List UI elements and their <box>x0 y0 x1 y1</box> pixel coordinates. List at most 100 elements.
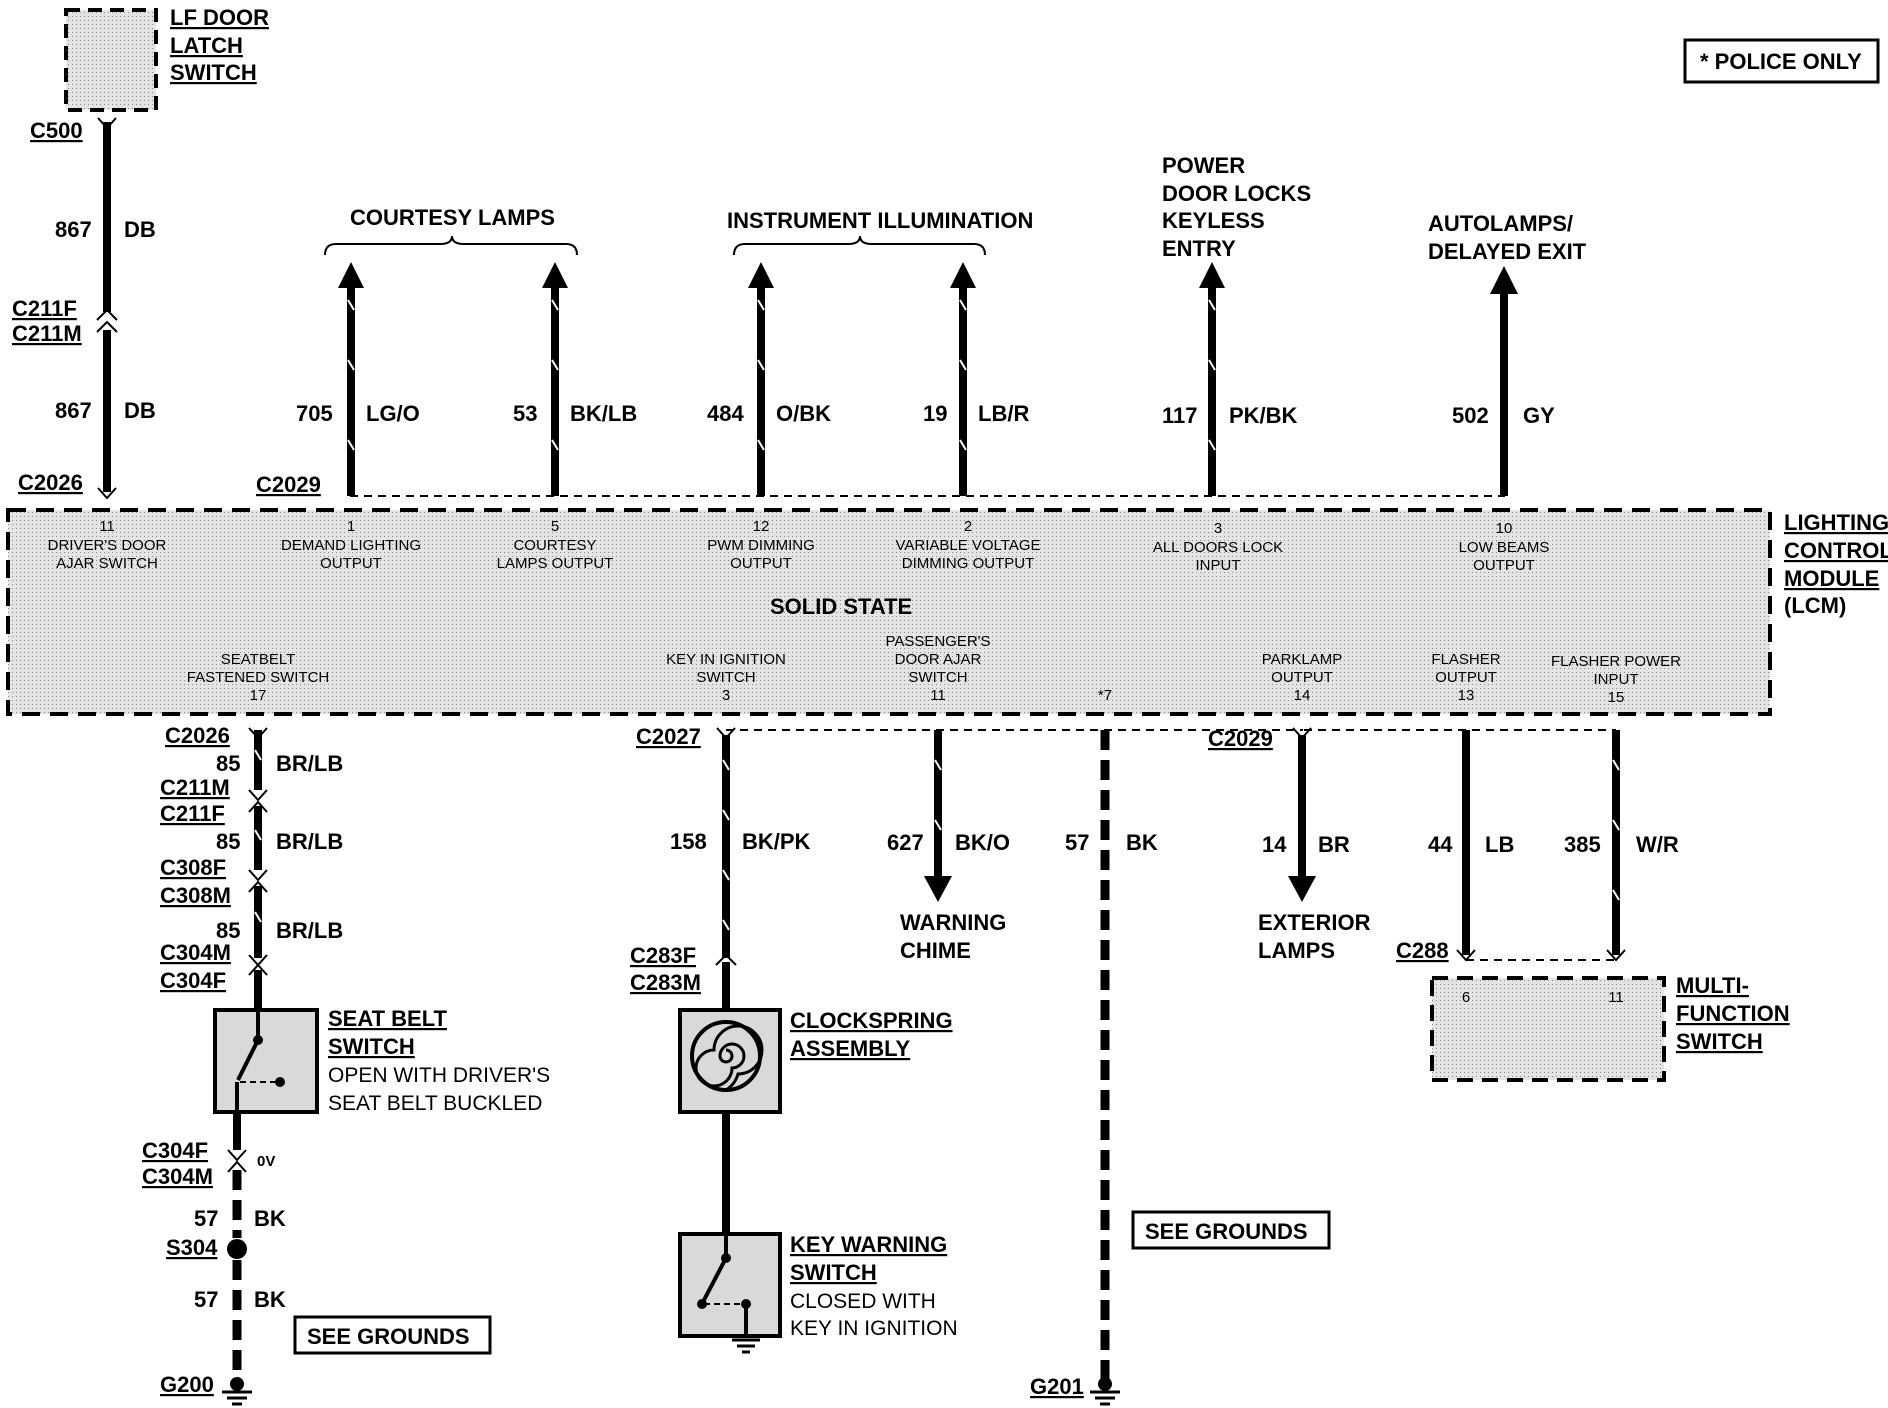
connector-c211f-upper: C211F <box>12 296 77 321</box>
wire-502-circuit: 502 <box>1452 403 1489 428</box>
lcm-top-pin-5-num: 5 <box>551 518 559 535</box>
lcm-bottom-pin-15-l1: FLASHER POWER <box>1551 653 1681 670</box>
power-door-locks-label-2: DOOR LOCKS <box>1162 181 1311 206</box>
power-door-locks-label-3: KEYLESS <box>1162 208 1265 233</box>
ground-g201-branch: 57 BK SEE GROUNDS G201 <box>1030 730 1331 1406</box>
lcm-bottom-pin-11-l2: SWITCH <box>908 669 967 686</box>
clockspring-label-2: ASSEMBLY <box>790 1036 911 1061</box>
lcm-label-1: LIGHTING <box>1784 510 1888 535</box>
connector-c283f: C283F <box>630 943 696 968</box>
ground-icon <box>1090 1390 1120 1406</box>
lcm-top-pin-12-num: 12 <box>753 518 770 535</box>
wire-117: 117 PK/BK <box>1162 262 1298 496</box>
wire-867-lower-color: DB <box>124 398 156 423</box>
lcm-top-pin-2-l1: VARIABLE VOLTAGE <box>895 537 1040 554</box>
key-warning-switch-title-1: KEY WARNING <box>790 1232 947 1257</box>
splice-s304: S304 <box>166 1235 218 1260</box>
connector-c304m-lower: C304M <box>142 1164 213 1189</box>
lf-door-latch-switch: LF DOOR LATCH SWITCH C500 867 DB C211F C… <box>12 5 269 500</box>
seatbelt-wire3-color: BR/LB <box>276 918 343 943</box>
lf-door-label-2: LATCH <box>170 33 243 58</box>
wire-867-upper-color: DB <box>124 217 156 242</box>
lcm-bottom-pin-13-l1: FLASHER <box>1431 651 1500 668</box>
wire-705: 705 LG/O <box>296 262 420 496</box>
wire-158-color: BK/PK <box>742 829 811 854</box>
arrow-up-icon <box>748 262 774 288</box>
mfs-label-1: MULTI- <box>1676 973 1749 998</box>
ground-g200: G200 <box>160 1372 214 1397</box>
lcm-top-pin-1-l2: OUTPUT <box>320 555 382 572</box>
key-warning-switch-note-2: KEY IN IGNITION <box>790 1317 958 1340</box>
power-door-locks-label-4: ENTRY <box>1162 236 1236 261</box>
wire-705-circuit: 705 <box>296 401 333 426</box>
lcm-bottom-pin-17-l2: FASTENED SWITCH <box>187 669 330 686</box>
arrow-up-icon <box>1490 266 1518 294</box>
lcm-top-pin-3-l1: ALL DOORS LOCK <box>1153 539 1283 556</box>
lcm-bottom-pin-14-l1: PARKLAMP <box>1262 651 1343 668</box>
mfs-label-3: SWITCH <box>1676 1029 1763 1054</box>
wire-57-g201-color: BK <box>1126 830 1158 855</box>
switch-icon <box>236 1039 260 1081</box>
lcm-bottom-pin-15-num: 15 <box>1608 689 1625 706</box>
lcm-top-pin-3-num: 3 <box>1214 520 1222 537</box>
warning-chime-branch: 627 BK/O WARNING CHIME <box>887 730 1010 963</box>
connector-c304m-upper: C304M <box>160 940 231 965</box>
ground-icon <box>732 1338 760 1354</box>
arrow-up-icon <box>542 262 568 288</box>
ground-icon <box>222 1390 252 1406</box>
connector-c2026-bottom: C2026 <box>165 723 230 748</box>
police-only-note: * POLICE ONLY <box>1683 38 1880 84</box>
wire-53-color: BK/LB <box>570 401 637 426</box>
lcm-bottom-pin-13-l2: OUTPUT <box>1435 669 1497 686</box>
ground-g201: G201 <box>1030 1374 1084 1399</box>
ground-wire-57-lower-color: BK <box>254 1287 286 1312</box>
arrow-up-icon <box>338 262 364 288</box>
wire-705-color: LG/O <box>366 401 420 426</box>
lcm-top-pin-10-l1: LOW BEAMS <box>1459 539 1550 556</box>
exterior-lamps-label-2: LAMPS <box>1258 938 1335 963</box>
connector-c2027: C2027 <box>636 724 701 749</box>
lcm-bottom-pin-7-num: *7 <box>1098 687 1112 704</box>
lcm-solid-state: SOLID STATE <box>770 594 912 619</box>
lcm-label-2: CONTROL <box>1784 538 1888 563</box>
wire-385-circuit: 385 <box>1564 832 1601 857</box>
wire-44-circuit: 44 <box>1428 832 1453 857</box>
courtesy-lamps-label: COURTESY LAMPS <box>350 205 555 230</box>
voltage-reading: 0V <box>257 1153 275 1170</box>
top-wires: 705 LG/O 53 BK/LB 484 O/BK 19 LB/R <box>296 262 1555 496</box>
multi-function-switch-box <box>1430 976 1666 1082</box>
wire-502-color: GY <box>1523 403 1555 428</box>
lcm-top-pin-5-l2: LAMPS OUTPUT <box>497 555 614 572</box>
power-door-locks-label-1: POWER <box>1162 153 1245 178</box>
splice-dot-icon <box>227 1239 247 1259</box>
lf-door-label-1: LF DOOR <box>170 5 269 30</box>
lighting-control-module: LIGHTING CONTROL MODULE (LCM) SOLID STAT… <box>6 508 1888 716</box>
connector-c288: C288 <box>1396 938 1449 963</box>
key-warning-branch: C2027 158 BK/PK C283F C283M CLOCKSPRING … <box>630 724 1303 1354</box>
lcm-bottom-pin-3-l1: KEY IN IGNITION <box>666 651 786 668</box>
wire-53-circuit: 53 <box>513 401 537 426</box>
wire-19-circuit: 19 <box>923 401 947 426</box>
switch-icon <box>702 1257 728 1301</box>
autolamps-label-1: AUTOLAMPS/ <box>1428 211 1573 236</box>
mfs-pin-6: 6 <box>1462 989 1470 1006</box>
arrow-down-icon <box>1288 876 1316 902</box>
warning-chime-label-2: CHIME <box>900 938 971 963</box>
see-grounds-box-right <box>1131 1210 1331 1250</box>
connector-c211m-lower: C211M <box>160 775 230 800</box>
seatbelt-branch: C2026 85 BR/LB C211M C211F 85 BR/LB C308… <box>142 723 550 1406</box>
seat-belt-switch-title-1: SEAT BELT <box>328 1006 448 1031</box>
connector-c304f-lower: C304F <box>142 1138 208 1163</box>
arrow-up-icon <box>1199 262 1225 288</box>
connector-c283m: C283M <box>630 970 701 995</box>
lcm-top-pin-5-l1: COURTESY <box>513 537 596 554</box>
seatbelt-wire1-color: BR/LB <box>276 751 343 776</box>
lcm-top-pin-3-l2: INPUT <box>1196 557 1241 574</box>
seat-belt-switch-note-2: SEAT BELT BUCKLED <box>328 1092 542 1115</box>
wire-627-color: BK/O <box>955 830 1010 855</box>
instrument-illumination-label: INSTRUMENT ILLUMINATION <box>727 208 1033 233</box>
lcm-top-pin-1-num: 1 <box>347 518 355 535</box>
key-warning-switch-title-2: SWITCH <box>790 1260 877 1285</box>
wire-502: 502 GY <box>1452 266 1555 496</box>
lcm-bottom-pin-15-l2: INPUT <box>1594 671 1639 688</box>
